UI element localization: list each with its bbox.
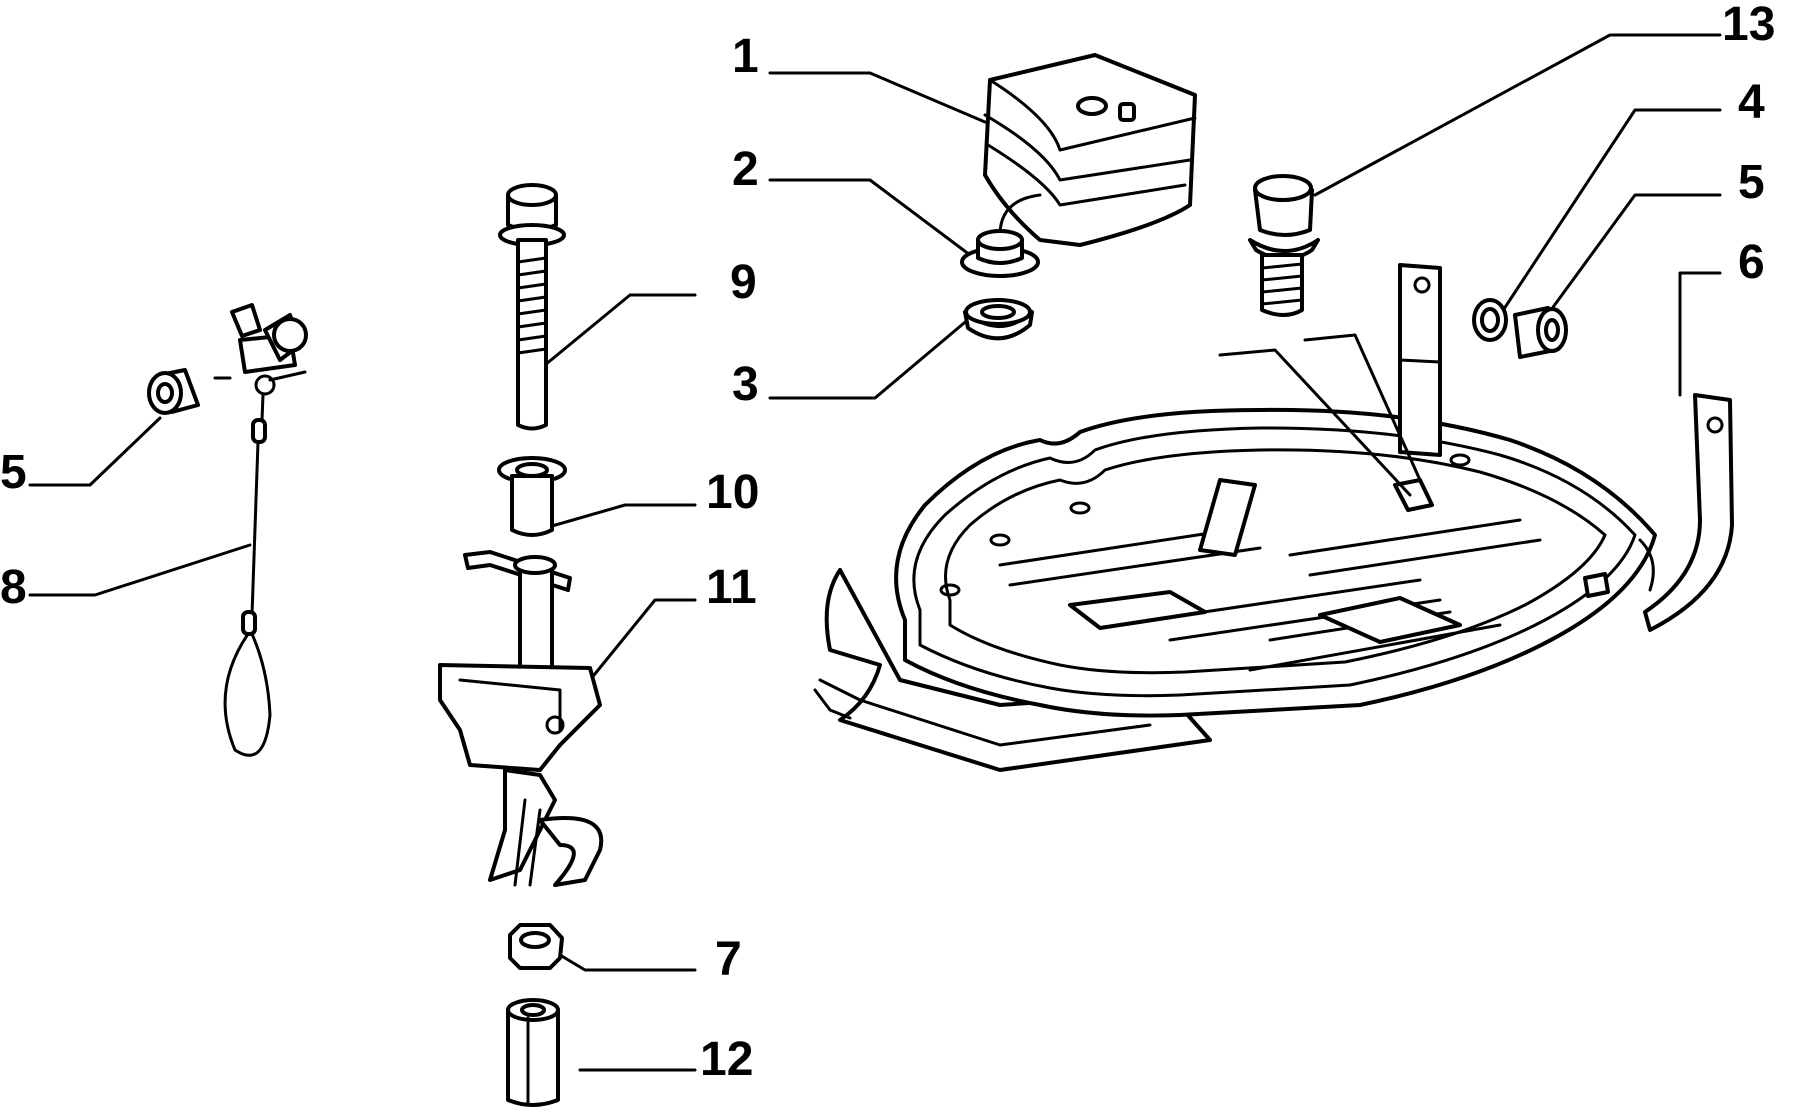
callout-5-right: 5	[1738, 156, 1765, 209]
leader-6	[1678, 271, 1722, 397]
leader-5a	[28, 416, 162, 487]
part-5-right-spacer	[1513, 306, 1568, 359]
leader-9	[543, 293, 697, 367]
callout-9: 9	[730, 256, 757, 309]
part-8-cable-clamp	[213, 303, 308, 757]
callout-8: 8	[0, 561, 27, 614]
leader-11	[588, 598, 697, 682]
leader-5b	[1538, 193, 1722, 327]
callout-11: 11	[706, 561, 757, 614]
callout-2: 2	[732, 143, 759, 196]
callout-1: 1	[732, 30, 759, 83]
leader-13	[1313, 33, 1722, 197]
callout-labels: 1 2 3 13 4 5 6 5 8 9 10 11 7 12	[0, 0, 1775, 1086]
callout-5-left: 5	[0, 446, 27, 499]
part-11-hook-bracket	[438, 550, 604, 887]
part-10-sleeve	[497, 456, 567, 537]
leader-8	[28, 543, 252, 597]
callout-12: 12	[700, 1033, 753, 1086]
leader-lines	[28, 33, 1722, 1072]
part-1-rubber-block	[983, 53, 1197, 247]
part-4-washer	[1472, 298, 1508, 342]
callout-3: 3	[732, 358, 759, 411]
callout-7: 7	[715, 933, 742, 986]
callout-4: 4	[1738, 76, 1765, 129]
part-6-strap	[1643, 393, 1734, 632]
part-13-stud-bolt	[1248, 174, 1320, 317]
callout-10: 10	[706, 466, 759, 519]
callout-6: 6	[1738, 236, 1765, 289]
leader-7	[558, 953, 697, 972]
part-2-flanged-bush	[960, 229, 1040, 278]
leader-2	[768, 178, 972, 257]
spare-wheel-tray	[813, 263, 1657, 772]
leader-3	[768, 316, 972, 400]
part-5-left-bushing	[147, 368, 200, 415]
part-3-grommet	[963, 298, 1034, 341]
part-12-coupling-nut	[506, 998, 560, 1107]
leader-4	[1498, 108, 1722, 317]
callout-13: 13	[1722, 0, 1775, 51]
leader-10	[543, 503, 697, 530]
leader-1	[768, 71, 987, 124]
part-9-long-bolt	[498, 183, 566, 431]
part-7-nut	[508, 923, 564, 970]
